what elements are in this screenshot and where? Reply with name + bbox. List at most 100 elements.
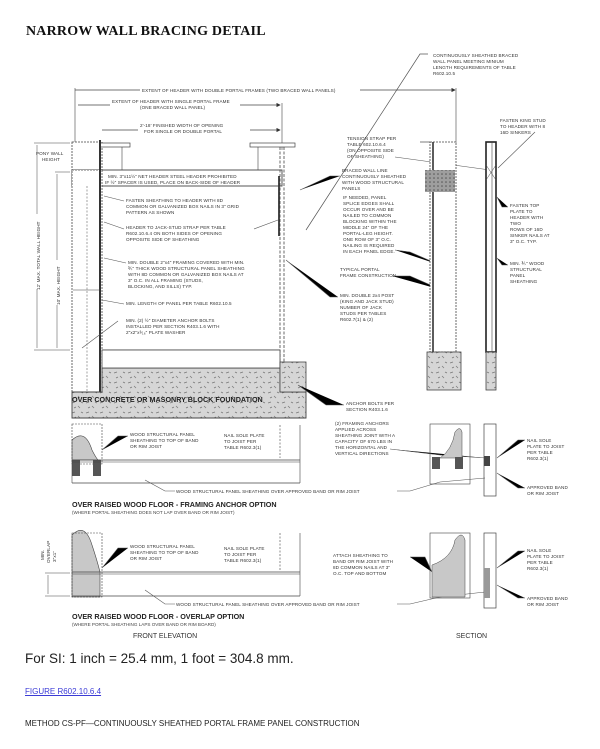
overlap-caption: OVER RAISED WOOD FLOOR - OVERLAP OPTION [72,612,244,621]
framing-anchor-subcaption: (WHERE PORTAL SHEATHING DOES NOT LAP OVE… [72,510,235,515]
svg-text:WITH 8D COMMON OR GALVANIZED B: WITH 8D COMMON OR GALVANIZED BOX NAILS A… [128,272,244,277]
svg-text:STRUCTURAL: STRUCTURAL [510,267,542,272]
figure-link[interactable]: FIGURE R602.10.6.4 [25,687,102,696]
svg-text:NUMBER OF JACK: NUMBER OF JACK [340,305,383,310]
svg-text:IF NEEDED, PANEL: IF NEEDED, PANEL [343,195,387,200]
svg-text:APPROVED BAND: APPROVED BAND [527,596,568,601]
svg-text:OF SHEATHING): OF SHEATHING) [347,154,384,159]
svg-text:FRAME CONSTRUCTION: FRAME CONSTRUCTION [340,273,396,278]
page-title: NARROW WALL BRACING DETAIL [26,24,266,39]
svg-text:PLATE TO JOIST: PLATE TO JOIST [527,444,564,449]
svg-text:INSTALLED PER SECTION R403.1.6: INSTALLED PER SECTION R403.1.6 WITH [126,324,220,329]
svg-text:MIN. DOUBLE 2"x4" FRAMING COVE: MIN. DOUBLE 2"x4" FRAMING COVERED WITH M… [128,260,245,265]
svg-text:OR RIM JOIST: OR RIM JOIST [527,602,559,607]
svg-text:⅗" THICK WOOD STRUCTURAL PANEL: ⅗" THICK WOOD STRUCTURAL PANEL SHEATHING [128,266,245,271]
svg-text:FASTEN TOP: FASTEN TOP [510,203,539,208]
svg-text:HEADER TO JACK-STUD STRAP PER: HEADER TO JACK-STUD STRAP PER TABLE [126,225,226,230]
svg-text:PONY WALL: PONY WALL [36,151,64,156]
svg-text:MIN. (2) ½" DIAMETER ANCHOR BO: MIN. (2) ½" DIAMETER ANCHOR BOLTS [126,317,215,323]
svg-text:R602.3(1): R602.3(1) [527,456,549,461]
front-elevation-foundation: MIN. 3"x11½" NET HEADER STEEL HEADER PRO… [71,140,307,419]
svg-text:ROWS OF 16D: ROWS OF 16D [510,227,543,232]
finished-width-dimension: 2'-18' FINISHED WIDTH OF OPENING FOR SIN… [102,122,281,137]
svg-text:EXTENT OF HEADER WITH DOUBLE P: EXTENT OF HEADER WITH DOUBLE PORTAL FRAM… [142,88,336,93]
svg-text:WALL PANEL MEETING MINIUM: WALL PANEL MEETING MINIUM [433,59,504,64]
svg-text:VERTICAL DIRECTIONS: VERTICAL DIRECTIONS [335,451,389,456]
svg-text:3"x1": 3"x1" [52,551,57,562]
section-label: SECTION [456,633,487,640]
svg-text:TABLE R602.3(1): TABLE R602.3(1) [224,445,262,450]
svg-text:NAIL SOLE PLATE: NAIL SOLE PLATE [224,433,265,438]
svg-text:BAND OR RIM JOIST WITH: BAND OR RIM JOIST WITH [333,559,393,564]
svg-text:(KING AND JACK STUD): (KING AND JACK STUD) [340,299,394,304]
svg-text:OR RIM JOIST: OR RIM JOIST [130,444,162,449]
svg-text:OR RIM JOIST: OR RIM JOIST [130,556,162,561]
svg-text:CONTINUOUSLY SHEATHED BRACED: CONTINUOUSLY SHEATHED BRACED [433,53,519,58]
svg-text:BLOCKING WITHIN THE: BLOCKING WITHIN THE [343,219,397,224]
svg-text:PER TABLE: PER TABLE [527,450,553,455]
foundation-caption: OVER CONCRETE OR MASONRY BLOCK FOUNDATIO… [72,395,263,404]
svg-text:FASTEN KING STUD: FASTEN KING STUD [500,118,546,123]
svg-text:SHEATHING TO TOP OF BAND: SHEATHING TO TOP OF BAND [130,438,199,443]
svg-text:NAILING IS REQUIRED: NAILING IS REQUIRED [343,243,395,248]
svg-text:TABLE R602.3(1): TABLE R602.3(1) [224,558,262,563]
svg-text:WOOD STRUCTURAL PANEL SHEATHIN: WOOD STRUCTURAL PANEL SHEATHING OVER APP… [176,489,360,494]
framing-anchor-option: WOOD STRUCTURAL PANEL SHEATHING TO TOP O… [71,421,568,497]
svg-text:MIN. DOUBLE 2x4 POST: MIN. DOUBLE 2x4 POST [340,293,394,298]
svg-text:3" O.C. TYP.: 3" O.C. TYP. [510,239,537,244]
front-elevation-label: FRONT ELEVATION [133,633,197,640]
svg-text:MIN. LENGTH OF PANEL PER TABLE: MIN. LENGTH OF PANEL PER TABLE R602.10.5 [126,301,232,306]
svg-text:ONE ROW OF 3" O.C.: ONE ROW OF 3" O.C. [343,237,391,242]
svg-text:PANELS: PANELS [342,186,360,191]
svg-text:WITH WOOD STRUCTURAL: WITH WOOD STRUCTURAL [342,180,404,185]
svg-text:R602.7(1) & (2): R602.7(1) & (2) [340,317,374,322]
svg-text:TABLE 602.10.6.4: TABLE 602.10.6.4 [347,142,386,147]
svg-text:MIN. 3"x11½" NET HEADER STEEL: MIN. 3"x11½" NET HEADER STEEL HEADER PRO… [108,173,237,179]
svg-text:LENGTH REQUIREMENTS OF TABLE: LENGTH REQUIREMENTS OF TABLE [433,65,516,70]
svg-text:(2) FRAMING ANCHORS: (2) FRAMING ANCHORS [335,421,389,426]
svg-text:HEIGHT: HEIGHT [42,157,60,162]
portal-leg-section [420,141,462,391]
svg-text:SHEATHING: SHEATHING [510,279,538,284]
svg-text:TO JOIST PER: TO JOIST PER [224,439,257,444]
side-section: FASTEN KING STUD TO HEADER WITH 8 16D SI… [485,118,550,391]
svg-text:MIN.: MIN. [40,550,45,560]
svg-text:WOOD STRUCTURAL PANEL: WOOD STRUCTURAL PANEL [130,544,195,549]
svg-text:OPPOSITE SIDE OF SHEATHING: OPPOSITE SIDE OF SHEATHING [126,237,200,242]
svg-text:OCCUR OVER AND BE: OCCUR OVER AND BE [343,207,394,212]
svg-text:10' MAX. HEIGHT: 10' MAX. HEIGHT [56,266,61,305]
wall-height-dimensions: PONY WALL HEIGHT 12' MAX. TOTAL WALL HEI… [33,142,70,351]
svg-text:ATTACH SHEATHING TO: ATTACH SHEATHING TO [333,553,388,558]
svg-text:16D SINKERS: 16D SINKERS [500,130,531,135]
svg-text:2"x2"x³⁄₁₆" PLATE WASHER: 2"x2"x³⁄₁₆" PLATE WASHER [126,330,186,335]
continuously-sheathed-note: CONTINUOUSLY SHEATHED BRACED WALL PANEL … [305,53,519,231]
svg-text:WOOD STRUCTURAL PANEL: WOOD STRUCTURAL PANEL [130,432,195,437]
narrow-wall-bracing-drawing: CONTINUOUSLY SHEATHED BRACED WALL PANEL … [33,53,568,640]
svg-text:IN EACH PANEL EDGE.: IN EACH PANEL EDGE. [343,249,395,254]
svg-text:NAIL SOLE: NAIL SOLE [527,438,551,443]
svg-text:OR RIM JOIST: OR RIM JOIST [527,491,559,496]
svg-text:CAPACITY OF 670 LBS IN: CAPACITY OF 670 LBS IN [335,439,392,444]
svg-text:BRACED WALL LINE: BRACED WALL LINE [342,168,388,173]
method-description: METHOD CS-PF—CONTINUOUSLY SHEATHED PORTA… [25,719,360,728]
svg-text:FASTEN SHEATHING TO HEADER WIT: FASTEN SHEATHING TO HEADER WITH 8D [126,198,224,203]
svg-text:R602.10.6.4 ON BOTH SIDES OF O: R602.10.6.4 ON BOTH SIDES OF OPENING [126,231,222,236]
svg-text:8D COMMON NAILS AT 3": 8D COMMON NAILS AT 3" [333,565,390,570]
si-conversion-note: For SI: 1 inch = 25.4 mm, 1 foot = 304.8… [25,651,294,666]
svg-text:HEADER WITH: HEADER WITH [510,215,543,220]
svg-text:BLOCKING, AND SILLS) TYP.: BLOCKING, AND SILLS) TYP. [128,284,192,289]
svg-text:TWO: TWO [510,221,521,226]
svg-text:(ON OPPOSITE SIDE: (ON OPPOSITE SIDE [347,148,394,153]
svg-text:OVERLAP: OVERLAP [46,541,51,563]
svg-text:(ONE BRACED WALL PANEL): (ONE BRACED WALL PANEL) [140,105,206,110]
svg-text:APPROVED BAND: APPROVED BAND [527,485,568,490]
svg-text:THE HORIZONTAL AND: THE HORIZONTAL AND [335,445,388,450]
overlap-option: MIN. OVERLAP 3"x1" WOOD STRUCTURAL PANEL… [40,530,568,609]
svg-text:12' MAX. TOTAL WALL HEIGHT: 12' MAX. TOTAL WALL HEIGHT [36,221,41,290]
svg-text:TYPICAL PORTAL: TYPICAL PORTAL [340,267,380,272]
svg-text:R602.10.5: R602.10.5 [433,71,455,76]
svg-text:NAILED TO COMMON: NAILED TO COMMON [343,213,391,218]
svg-text:MIN. ⅗" WOOD: MIN. ⅗" WOOD [510,261,545,266]
svg-text:ANCHOR BOLTS PER: ANCHOR BOLTS PER [346,401,395,406]
framing-anchor-caption: OVER RAISED WOOD FLOOR - FRAMING ANCHOR … [72,500,277,509]
